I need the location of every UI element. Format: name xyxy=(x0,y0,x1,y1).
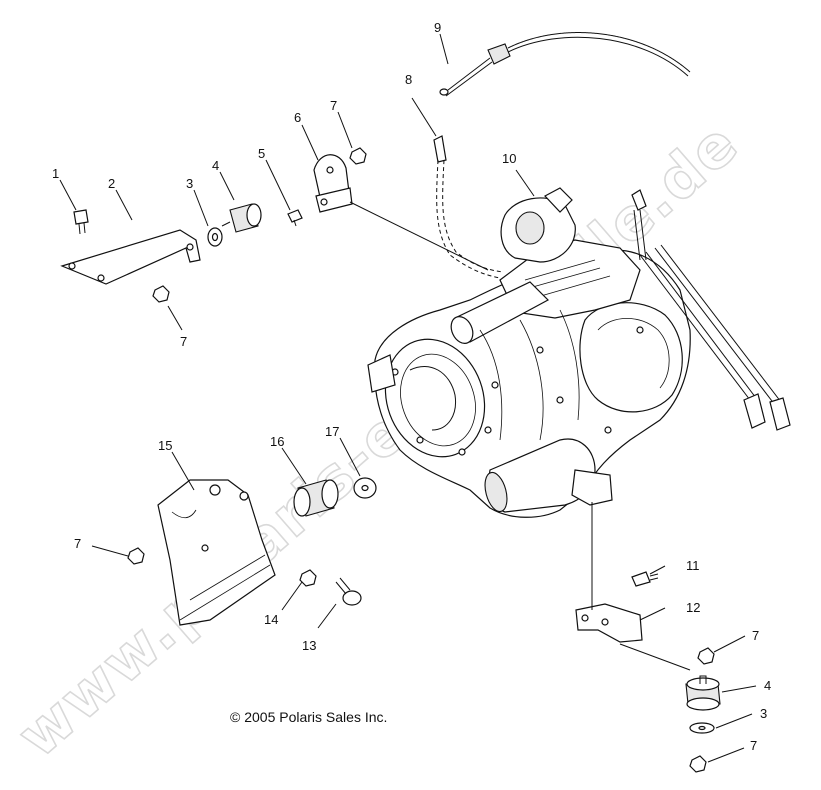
callout-7b: 7 xyxy=(180,334,187,349)
callout-3b: 3 xyxy=(760,706,767,721)
nut-part-14 xyxy=(299,569,317,587)
callout-4b: 4 xyxy=(764,678,771,693)
callouts: 1 2 3 4 5 6 7 7 8 9 10 15 16 17 7 14 13 … xyxy=(52,20,771,753)
bolt-part-1 xyxy=(73,209,89,235)
callout-10: 10 xyxy=(502,151,516,166)
rubber-mount-part-16 xyxy=(293,479,339,517)
copyright-notice: © 2005 Polaris Sales Inc. xyxy=(230,709,387,725)
callout-7c: 7 xyxy=(74,536,81,551)
nut-part-7d xyxy=(697,647,715,665)
callout-13: 13 xyxy=(302,638,316,653)
callout-15: 15 xyxy=(158,438,172,453)
callout-4a: 4 xyxy=(212,158,219,173)
bracket-part-12 xyxy=(575,603,643,643)
rubber-mount-part-4a xyxy=(221,203,262,233)
callout-7a: 7 xyxy=(330,98,337,113)
callout-17: 17 xyxy=(325,424,339,439)
washer-part-3a xyxy=(207,227,223,247)
callout-12: 12 xyxy=(686,600,700,615)
washer-part-17 xyxy=(353,477,377,499)
bolt-part-5 xyxy=(287,209,303,227)
bracket-part-2 xyxy=(60,229,201,285)
bolt-part-11 xyxy=(631,571,659,587)
callout-7d: 7 xyxy=(752,628,759,643)
washer-part-3b xyxy=(689,722,715,734)
callout-14: 14 xyxy=(264,612,278,627)
callout-9: 9 xyxy=(434,20,441,35)
throttle-cable xyxy=(439,32,691,97)
rubber-mount-part-4b xyxy=(685,675,721,711)
bracket-part-15 xyxy=(157,479,276,626)
callout-6: 6 xyxy=(294,110,301,125)
engine-assembly xyxy=(367,187,691,518)
ignition-leads xyxy=(631,189,791,431)
bolt-part-13 xyxy=(335,577,362,606)
nut-part-7e xyxy=(689,755,707,773)
callout-8: 8 xyxy=(405,72,412,87)
callout-1: 1 xyxy=(52,166,59,181)
callout-11: 11 xyxy=(686,558,700,573)
breather-tube xyxy=(433,135,504,279)
callout-3a: 3 xyxy=(186,176,193,191)
callout-2: 2 xyxy=(108,176,115,191)
nut-part-7b xyxy=(152,285,170,303)
callout-7e: 7 xyxy=(750,738,757,753)
callout-16: 16 xyxy=(270,434,284,449)
nut-part-7c xyxy=(127,547,145,565)
nut-part-7a xyxy=(349,147,367,165)
callout-5: 5 xyxy=(258,146,265,161)
leader-lines xyxy=(59,33,757,763)
bracket-part-6 xyxy=(313,154,353,213)
